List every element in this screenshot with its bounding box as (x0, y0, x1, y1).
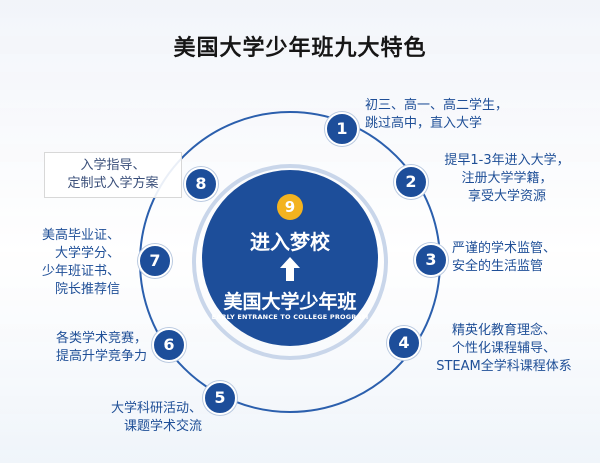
feature-node-6: 6 (152, 328, 186, 362)
feature-label-4: 精英化教育理念、 个性化课程辅导、 STEAM全学科课程体系 (436, 323, 572, 374)
feature-label-3: 严谨的学术监管、 安全的生活监管 (452, 241, 557, 274)
feature-node-8: 8 (184, 167, 218, 201)
feature-node-3: 3 (414, 243, 448, 277)
page-title: 美国大学少年班九大特色 (173, 36, 427, 61)
feature-node-5: 5 (203, 381, 237, 415)
up-arrow-icon (280, 257, 300, 281)
feature-label-5: 大学科研活动、 课题学术交流 (110, 401, 202, 434)
badge-nine: 9 (277, 194, 303, 220)
feature-node-7: 7 (138, 244, 172, 278)
center-program-name: 美国大学少年班 (223, 291, 357, 313)
feature-label-6: 各类学术竞赛， 提高升学竞争力 (55, 331, 147, 364)
feature-label-8: 入学指导、 定制式入学方案 (44, 152, 182, 198)
feature-label-1: 初三、高一、高二学生， 跳过高中，直入大学 (365, 98, 509, 131)
feature-node-2: 2 (394, 165, 428, 199)
feature-node-4: 4 (387, 326, 421, 360)
feature-label-7: 美高毕业证、 大学学分、 少年班证书、 院长推荐信 (41, 228, 120, 297)
center-dream-school-text: 进入梦校 (250, 230, 330, 254)
center-english-name: EARLY ENTRANCE TO COLLEGE PROGRAM (211, 313, 369, 321)
feature-label-2: 提早1-3年进入大学， 注册大学学籍， 享受大学资源 (444, 153, 570, 204)
feature-node-1: 1 (325, 112, 359, 146)
